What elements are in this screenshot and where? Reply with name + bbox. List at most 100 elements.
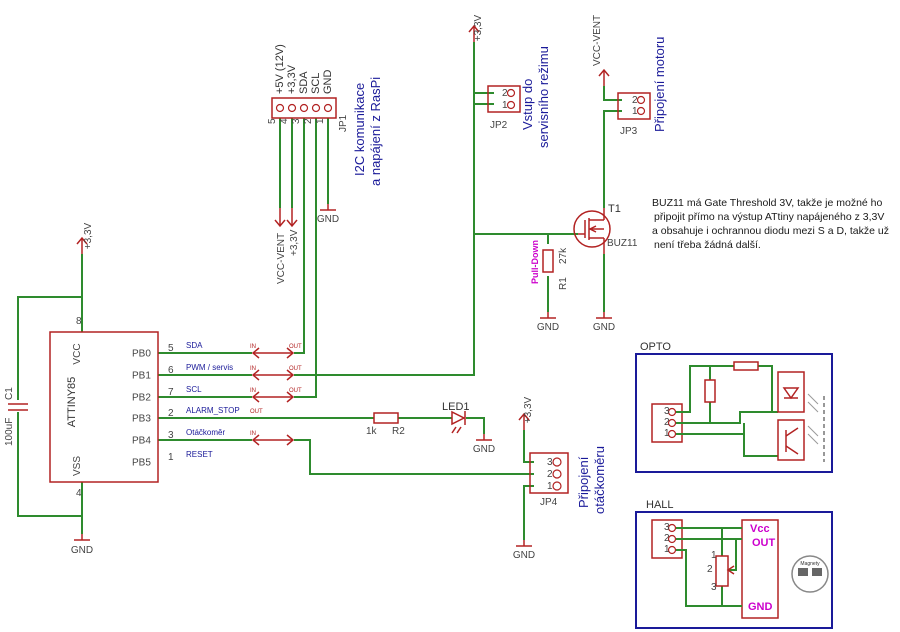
- hall-vcc: Vcc: [750, 523, 770, 535]
- chip-signal-5: RESET: [186, 450, 213, 459]
- supply-jp4-v33: +3,3V: [518, 396, 534, 431]
- gnd-led-label: GND: [473, 444, 495, 455]
- jp2-pin1: 1: [502, 100, 508, 111]
- opto-pin1: 1: [664, 428, 670, 439]
- jp2-caption-line2: servisního režimu: [536, 46, 551, 148]
- chip-vcc-label: VCC: [72, 343, 83, 364]
- jp3-connector: 2 1 JP3 Připojení motoru: [617, 37, 667, 137]
- gnd-left: GND: [71, 533, 93, 556]
- opto-title: OPTO: [640, 341, 671, 353]
- resistor-r2: 1k R2: [366, 412, 405, 437]
- magnet-label: Magnety: [800, 561, 820, 567]
- chip-dir-3: OUT: [250, 409, 263, 415]
- chip-signal-3: ALARM_STOP: [186, 406, 240, 415]
- bus-arrows: [252, 347, 294, 446]
- chip-dir-4: IN: [250, 431, 256, 437]
- jp1-pin-num-3: 2: [303, 118, 314, 124]
- pot-pin2: 2: [707, 564, 713, 575]
- t1-value: BUZ11: [607, 238, 638, 249]
- jp1-line-1: +3,3V: [286, 64, 298, 94]
- gnd-jp1-label: GND: [317, 214, 339, 225]
- chip-pin-num-1: 6: [168, 365, 174, 376]
- chip-signal-1: PWM / servis: [186, 363, 233, 372]
- jp4-ref: JP4: [540, 497, 558, 508]
- chip-dir-1: IN: [250, 366, 256, 372]
- gnd-led: GND: [473, 433, 495, 455]
- mosfet-t1: T1 BUZ11: [573, 203, 638, 254]
- chip-far-dir-2: OUT: [289, 388, 302, 394]
- vcc-vent-jp1: VCC-VENT: [274, 207, 287, 284]
- jp2-connector: 2 1 JP2 Vstup do servisního režimu: [487, 46, 551, 148]
- jp1-ref: JP1: [338, 114, 349, 132]
- chip-port-0: PB0: [132, 349, 151, 360]
- jp4-pin1: 1: [547, 481, 553, 492]
- chip-pin-num-0: 5: [168, 343, 174, 354]
- chip-dir-2: IN: [250, 388, 256, 394]
- jp2-caption-line1: Vstup do: [520, 79, 535, 130]
- supply-left-v33: +3,3V: [76, 222, 94, 255]
- r2-value: 1k: [366, 426, 378, 437]
- c1-value: 100uF: [4, 418, 15, 446]
- chip-signal-4: Otáčkoměr: [186, 428, 225, 437]
- supply-jp2-v33-label: +3,3V: [473, 14, 484, 41]
- hall-out: OUT: [752, 537, 776, 549]
- mosfet-note: BUZ11 má Gate Threshold 3V, takže je mož…: [652, 197, 889, 251]
- chip-port-4: PB4: [132, 436, 151, 447]
- chip-pin-vss-num: 4: [76, 488, 82, 499]
- note-line1: BUZ11 má Gate Threshold 3V, takže je mož…: [652, 197, 883, 209]
- v33-jp1-label: +3,3V: [289, 229, 300, 256]
- jp3-caption: Připojení motoru: [652, 37, 667, 132]
- jp2-ref: JP2: [490, 120, 508, 131]
- chip-pin-num-5: 1: [168, 452, 174, 463]
- jp4-pin2: 2: [547, 469, 553, 480]
- gnd-jp1: GND: [317, 203, 339, 225]
- jp1-caption-line2: a napájení z RasPi: [368, 77, 383, 186]
- jp3-pin1: 1: [632, 106, 638, 117]
- chip-far-dir-1: OUT: [289, 366, 302, 372]
- jp1-line-3: SCL: [310, 73, 322, 94]
- jp1-caption-line1: I2C komunikace: [352, 83, 367, 176]
- r1-tag: Pull-Down: [530, 240, 540, 284]
- chip-pin-num-2: 7: [168, 387, 174, 398]
- chip-name: ATTINY85: [66, 377, 78, 428]
- r1-ref: R1: [558, 277, 569, 290]
- resistor-r1: 27k R1 Pull-Down: [530, 240, 569, 290]
- chip-pin-num-4: 3: [168, 430, 174, 441]
- jp1-line-0: +5V (12V): [274, 44, 286, 94]
- jp4-pin3: 3: [547, 457, 553, 468]
- opto-pin2: 2: [664, 417, 670, 428]
- jp1-line-4: GND: [322, 70, 334, 95]
- pot-pin3: 3: [711, 582, 717, 593]
- gnd-r1-label: GND: [537, 322, 559, 333]
- hall-title: HALL: [646, 499, 674, 511]
- chip-signal-2: SCL: [186, 385, 202, 394]
- gnd-t1-label: GND: [593, 322, 615, 333]
- vcc-vent-jp3: VCC-VENT: [592, 15, 610, 87]
- led1: LED1: [442, 401, 470, 434]
- chip-port-3: PB3: [132, 414, 151, 425]
- jp1-pin-num-4: 1: [315, 118, 326, 124]
- gnd-jp4-label: GND: [513, 550, 535, 561]
- chip-pin-num-3: 2: [168, 408, 174, 419]
- r2-ref: R2: [392, 426, 405, 437]
- opto-pin3: 3: [664, 406, 670, 417]
- hall-box: HALL 3 2 1 Vcc OUT GND 1 2 3 Magnety: [635, 499, 833, 629]
- jp4-caption-line2: otáčkoměru: [592, 446, 607, 514]
- opto-box: OPTO 3 2 1: [635, 341, 833, 473]
- gnd-left-label: GND: [71, 545, 93, 556]
- hall-pin3: 3: [664, 522, 670, 533]
- c1-ref: C1: [4, 387, 15, 400]
- note-line4: není třeba žádná další.: [654, 239, 761, 251]
- supply-jp2-v33: +3,3V: [468, 14, 484, 43]
- note-line2: připojit přímo na výstup ATtiny napájené…: [654, 211, 884, 223]
- jp4-caption-line1: Připojení: [576, 456, 591, 508]
- chip-pin-vcc-num: 8: [76, 316, 82, 327]
- gnd-t1: GND: [593, 311, 615, 333]
- chip-far-dir-0: OUT: [289, 344, 302, 350]
- jp2-pin2: 2: [502, 88, 508, 99]
- chip-port-1: PB1: [132, 371, 151, 382]
- hall-gnd: GND: [748, 601, 773, 613]
